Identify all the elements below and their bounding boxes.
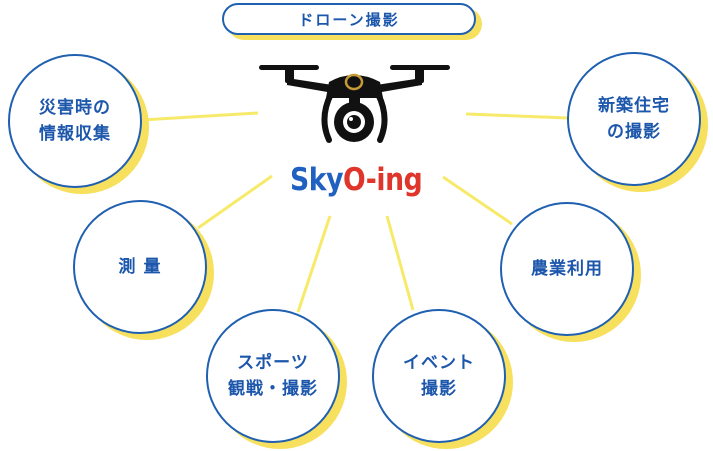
use-label-line2: の撮影 <box>607 122 661 142</box>
connector-house <box>465 112 569 120</box>
use-disaster-info: 災害時の 情報収集 <box>8 54 142 188</box>
connector-event <box>385 215 415 311</box>
use-label-line2: 観戦・撮影 <box>228 379 318 399</box>
use-survey: 測 量 <box>73 200 207 334</box>
brand-oing: O-ing <box>343 162 423 198</box>
use-label-line2: 撮影 <box>421 379 457 399</box>
connector-sports <box>296 215 332 313</box>
drone-icon <box>259 65 450 143</box>
use-label-line1: 農業利用 <box>531 258 603 279</box>
brand-logo: SkyO-ing <box>290 162 423 198</box>
connector-survey <box>197 174 273 230</box>
use-label-line1: イベント <box>403 352 475 373</box>
use-label-line1: 新築住宅 <box>598 95 670 116</box>
connector-agri <box>442 175 513 226</box>
diagram-title: ドローン撮影 <box>222 3 476 35</box>
use-label-line1: 災害時の <box>39 97 111 118</box>
use-sports: スポーツ 観戦・撮影 <box>206 309 340 443</box>
connector-disaster <box>141 111 259 122</box>
brand-sky: Sky <box>290 162 344 198</box>
use-label-line1: スポーツ <box>237 352 309 373</box>
use-agriculture: 農業利用 <box>500 202 634 336</box>
use-event: イベント 撮影 <box>372 309 506 443</box>
use-label-line1: 測 量 <box>118 256 162 277</box>
use-label-line2: 情報収集 <box>39 124 111 144</box>
use-new-house: 新築住宅 の撮影 <box>567 52 701 186</box>
